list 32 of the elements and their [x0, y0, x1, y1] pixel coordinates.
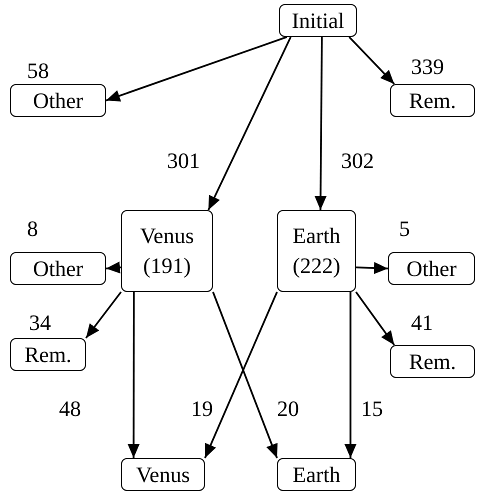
node-label: Rem.: [24, 340, 72, 369]
state-box: [10, 338, 86, 371]
state-box: [279, 4, 357, 37]
state-box: [10, 252, 106, 285]
node-label: Venus (191): [139, 222, 195, 280]
node-label: Rem.: [408, 86, 456, 115]
node-label: Other: [32, 86, 84, 115]
node-label: Venus: [136, 460, 190, 489]
arrow: [344, 292, 356, 458]
arrow: [356, 262, 388, 274]
node-label: Other: [406, 254, 457, 283]
state-box: [388, 252, 475, 285]
arrow: [348, 36, 395, 85]
node-label: Other: [32, 254, 84, 283]
state-box: [277, 458, 356, 491]
state-box: [390, 345, 475, 378]
state-box: [390, 84, 475, 117]
state-box: [121, 210, 213, 292]
state-box: [10, 84, 106, 117]
arrow: [106, 262, 122, 274]
arrow: [128, 292, 140, 458]
state-box: [121, 458, 205, 491]
node-label: Initial: [292, 6, 344, 35]
state-box: [277, 210, 356, 292]
node-label: Earth: [292, 460, 340, 489]
arrow: [106, 36, 288, 102]
arrow: [314, 37, 327, 210]
arrow: [85, 291, 122, 339]
arrow: [355, 291, 395, 346]
node-label: Earth (222): [292, 222, 342, 280]
arrow: [208, 36, 292, 210]
node-label: Rem.: [408, 348, 456, 376]
